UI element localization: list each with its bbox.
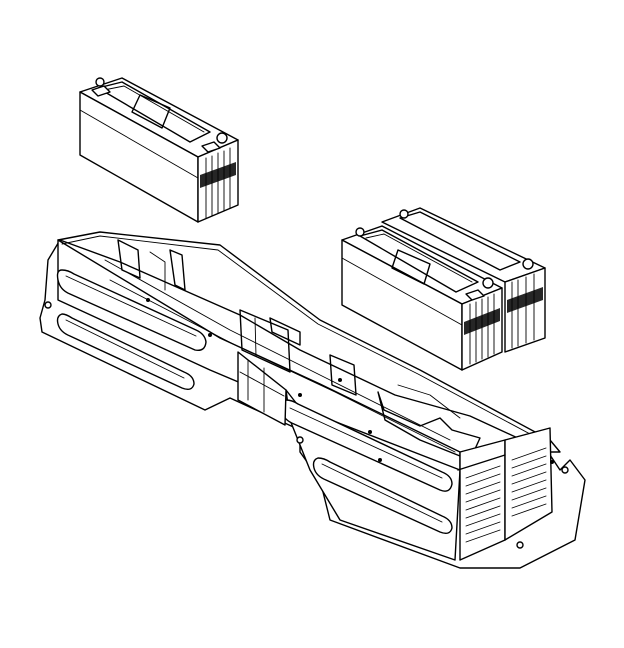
mounting-holes (44, 298, 569, 549)
louvre-vents (465, 447, 547, 543)
battery-right-rear (381, 207, 546, 353)
battery-right-front (341, 225, 503, 371)
battery-top-left (79, 77, 239, 223)
battery-tray (39, 231, 586, 569)
